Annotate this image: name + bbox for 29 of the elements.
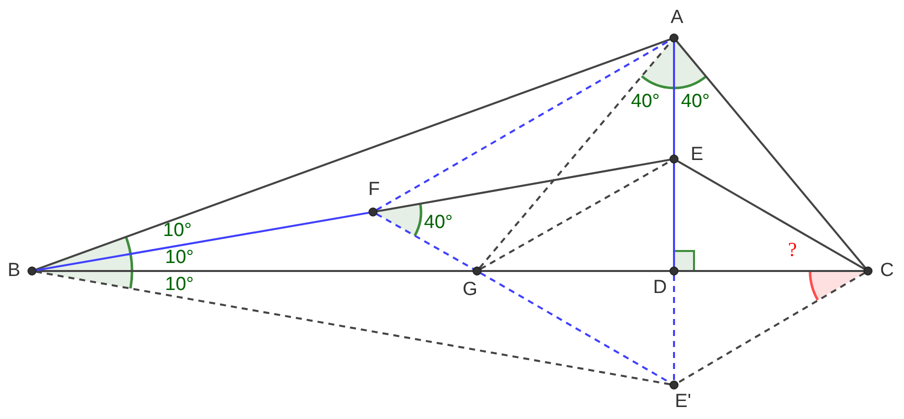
point-label: C (879, 261, 895, 281)
line-segment (376, 158, 670, 212)
line-segment (481, 270, 670, 272)
line-segment (673, 163, 675, 267)
line-segment (35, 38, 671, 271)
point-label: F (367, 180, 381, 200)
line-segment (673, 275, 675, 381)
angle-label: ? (788, 240, 797, 260)
line-segment (678, 270, 864, 272)
angle-label: 10° (165, 248, 194, 268)
line-segment (36, 270, 473, 272)
point-label: E (690, 145, 704, 165)
point-label: D (652, 278, 668, 298)
line-segment (36, 212, 370, 272)
point-label: A (670, 8, 684, 28)
angle-label: 40° (681, 92, 710, 112)
line-segment (673, 42, 675, 155)
line-segment (676, 40, 866, 269)
point-label: B (6, 261, 22, 281)
line-segment (376, 213, 474, 270)
angle-label: 10° (163, 221, 192, 241)
line-segment (36, 270, 670, 386)
line-segment (676, 272, 866, 384)
line-segment (676, 160, 866, 270)
angle-label: 40° (424, 213, 453, 233)
point-label: G (462, 280, 478, 300)
angle-label: 40° (631, 92, 660, 112)
angle-label: 10° (165, 275, 194, 295)
point-label: E' (674, 392, 692, 412)
